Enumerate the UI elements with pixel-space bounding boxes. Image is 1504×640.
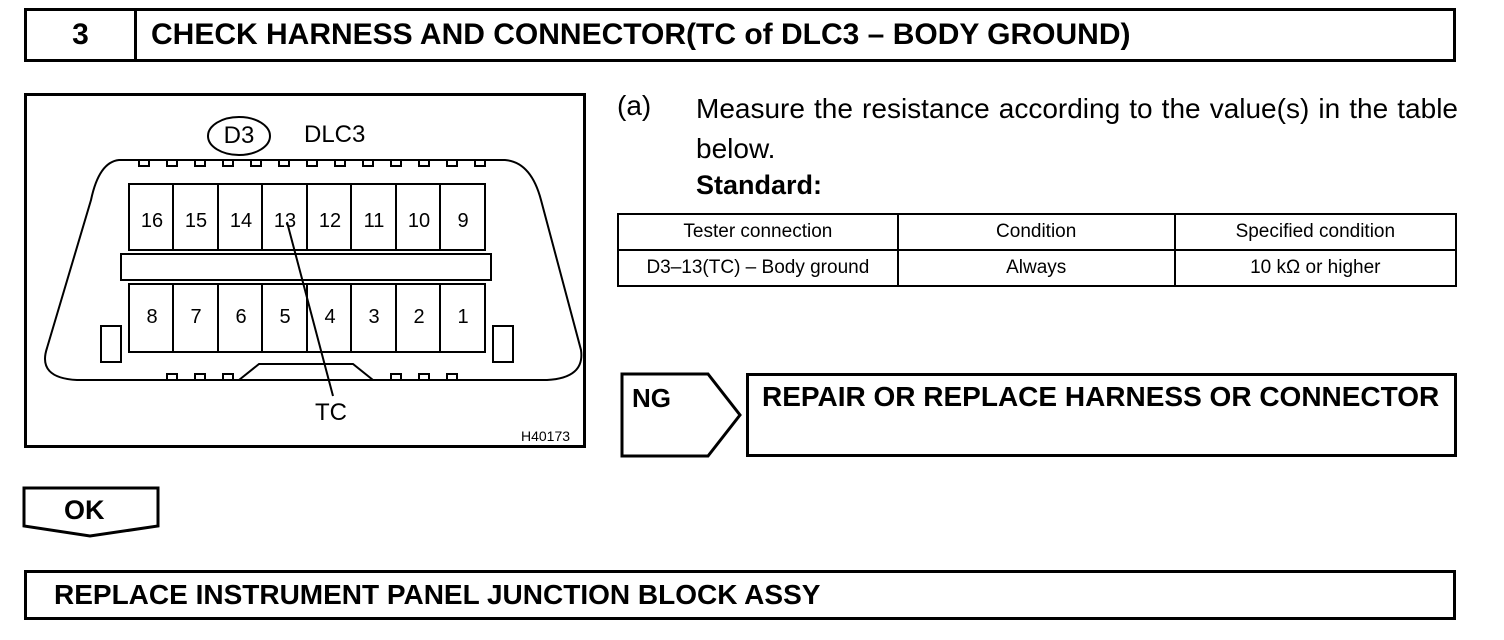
final-action-box	[24, 570, 1456, 620]
ng-action-box	[746, 373, 1457, 457]
ng-action-text: REPAIR OR REPLACE HARNESS OR CONNECTOR	[762, 381, 1440, 412]
connector-diagram: 16 15 14 13 12 11 10 9 8 7 6 5 4 3 2 1 D…	[24, 93, 586, 448]
figure-code: H40173	[521, 428, 571, 444]
pin-15-label: 15	[184, 210, 208, 232]
pin-7-label: 7	[190, 306, 202, 328]
dlc3-connector-drawing	[44, 116, 583, 397]
spec-table: Tester connection Condition Specified co…	[617, 213, 1458, 287]
table-header: Condition	[896, 213, 1176, 251]
ng-arrow-box	[620, 372, 742, 458]
instruction-text: Measure the resistance according to the …	[696, 93, 1458, 164]
tc-callout: TC	[315, 399, 347, 426]
table-cell: D3–13(TC) – Body ground	[617, 249, 899, 287]
step-number: 3	[27, 11, 137, 59]
table-header: Specified condition	[1173, 213, 1458, 251]
final-action-text: REPLACE INSTRUMENT PANEL JUNCTION BLOCK …	[54, 579, 821, 610]
table-header: Tester connection	[617, 213, 899, 251]
ok-arrow-box	[22, 486, 160, 538]
table-cell: Always	[896, 249, 1176, 287]
pin-12-label: 12	[318, 210, 342, 232]
pin-5-label: 5	[279, 306, 291, 328]
step-header: 3 CHECK HARNESS AND CONNECTOR(TC of DLC3…	[24, 8, 1456, 62]
pin-11-label: 11	[363, 210, 385, 232]
step-title: CHECK HARNESS AND CONNECTOR(TC of DLC3 –…	[151, 18, 1131, 51]
pin-3-label: 3	[368, 306, 380, 328]
substep-marker: (a)	[617, 90, 652, 121]
pin-8-label: 8	[146, 306, 158, 328]
pin-13-label: 13	[273, 210, 297, 232]
pin-4-label: 4	[324, 306, 336, 328]
pin-10-label: 10	[407, 210, 431, 232]
pin-14-label: 14	[229, 210, 253, 232]
pin-2-label: 2	[413, 306, 425, 328]
table-cell: 10 kΩ or higher	[1173, 249, 1458, 287]
ok-label: OK	[64, 495, 105, 525]
connector-name: DLC3	[304, 121, 366, 148]
standard-label: Standard:	[696, 170, 823, 200]
table-header-row: Tester connection Condition Specified co…	[617, 213, 1458, 251]
pin-9-label: 9	[457, 210, 469, 232]
pin-1-label: 1	[457, 306, 469, 328]
pin-16-label: 16	[140, 210, 164, 232]
ng-label: NG	[632, 383, 671, 413]
pin-6-label: 6	[235, 306, 247, 328]
table-row: D3–13(TC) – Body ground Always 10 kΩ or …	[617, 249, 1458, 287]
connector-code: D3	[223, 122, 255, 149]
